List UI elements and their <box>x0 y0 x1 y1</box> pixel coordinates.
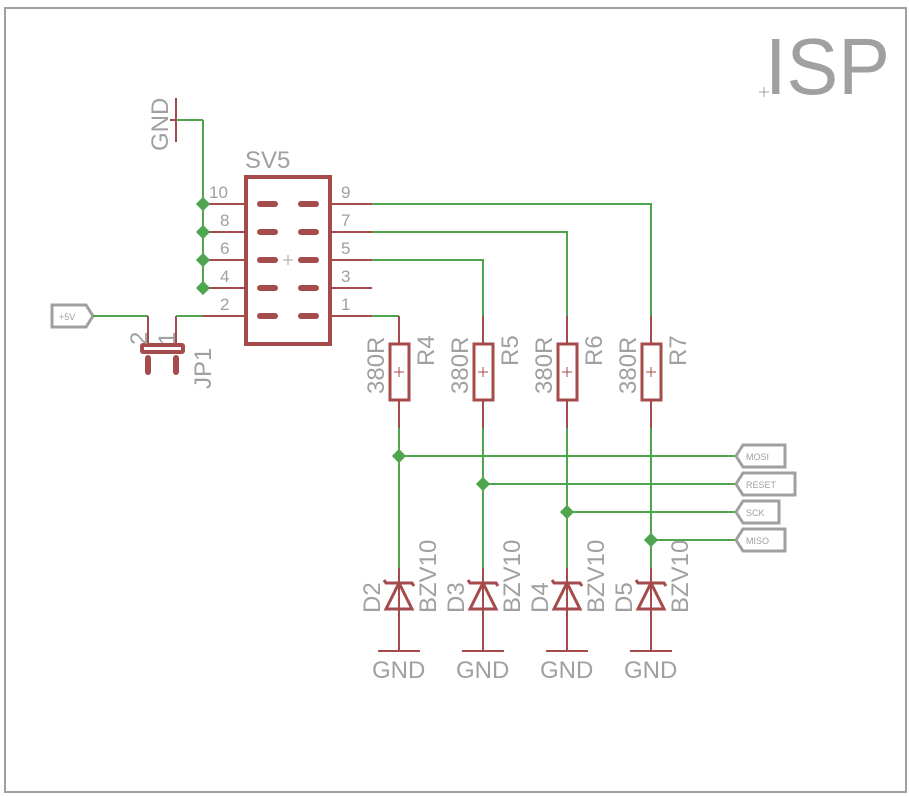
resistor-value: 380R <box>615 337 642 394</box>
diode-value: BZV10 <box>667 540 694 613</box>
svg-text:MISO: MISO <box>746 536 769 546</box>
pin-label-6: 6 <box>220 239 229 258</box>
junction <box>195 196 211 212</box>
diode-value: BZV10 <box>415 540 442 613</box>
gnd-label: GND <box>624 657 677 684</box>
sheet-frame <box>4 7 907 793</box>
junction <box>195 280 211 296</box>
jumper-pin-2: 2 <box>126 332 153 345</box>
jumper-pin-1: 1 <box>154 332 181 345</box>
gnd-top-label: GND <box>147 98 174 151</box>
junction <box>195 252 211 268</box>
resistor-r7: 380R R7 <box>615 316 692 428</box>
diode-name: D3 <box>443 582 470 613</box>
pin-label-7: 7 <box>341 211 350 230</box>
net-label-sck: SCK <box>734 499 781 525</box>
wire-pin7 <box>372 231 568 316</box>
resistor-r5: 380R R5 <box>447 316 524 428</box>
diode-value: BZV10 <box>499 540 526 613</box>
junction <box>643 532 659 548</box>
diode-name: D2 <box>359 582 386 613</box>
zener-diode-d4: D4 BZV10 GND <box>527 540 610 684</box>
gnd-label: GND <box>456 657 509 684</box>
gnd-supply-top: GND <box>147 98 203 151</box>
gnd-label: GND <box>540 657 593 684</box>
wire-pin9 <box>372 203 652 316</box>
junction <box>195 224 211 240</box>
connector-sv5: SV5 10 8 6 4 2 9 7 5 3 <box>203 147 372 346</box>
pin-label-1: 1 <box>341 295 350 314</box>
svg-text:SCK: SCK <box>746 508 765 518</box>
resistor-name: R7 <box>665 335 692 366</box>
resistor-name: R4 <box>413 335 440 366</box>
resistor-value: 380R <box>447 337 474 394</box>
vcc-net-flag: +5V <box>50 303 95 329</box>
svg-text:MOSI: MOSI <box>746 452 769 462</box>
junction <box>391 448 407 464</box>
net-label-reset: RESET <box>734 471 797 497</box>
junction <box>559 504 575 520</box>
wire-pin5 <box>372 259 484 316</box>
jumper-name: JP1 <box>190 348 217 389</box>
resistor-name: R6 <box>581 335 608 366</box>
pin-label-3: 3 <box>341 267 350 286</box>
jumper-jp1: 2 1 JP1 <box>126 315 217 389</box>
resistor-r4: 380R R4 <box>363 316 440 428</box>
zener-diode-d3: D3 BZV10 GND <box>443 540 526 684</box>
diode-name: D5 <box>611 582 638 613</box>
pin-label-4: 4 <box>220 267 229 286</box>
resistor-r6: 380R R6 <box>531 316 608 428</box>
vcc-label: +5V <box>59 312 75 322</box>
svg-text:RESET: RESET <box>746 480 777 490</box>
junction <box>475 476 491 492</box>
net-label-miso: MISO <box>734 527 787 553</box>
zener-diode-d5: D5 BZV10 GND <box>611 540 694 684</box>
diode-name: D4 <box>527 582 554 613</box>
gnd-label: GND <box>372 657 425 684</box>
diode-value: BZV10 <box>583 540 610 613</box>
pin-label-5: 5 <box>341 239 350 258</box>
sheet-title: ISP <box>765 22 890 111</box>
zener-diode-d2: D2 BZV10 GND <box>359 540 442 684</box>
pin-label-8: 8 <box>220 211 229 230</box>
resistor-name: R5 <box>497 335 524 366</box>
resistor-value: 380R <box>363 337 390 394</box>
pin-label-2: 2 <box>220 295 229 314</box>
title-origin-cross <box>759 87 769 97</box>
pin-label-10: 10 <box>209 183 228 202</box>
net-label-mosi: MOSI <box>734 443 787 469</box>
connector-name: SV5 <box>245 147 290 174</box>
resistor-value: 380R <box>531 337 558 394</box>
pin-label-9: 9 <box>341 183 350 202</box>
